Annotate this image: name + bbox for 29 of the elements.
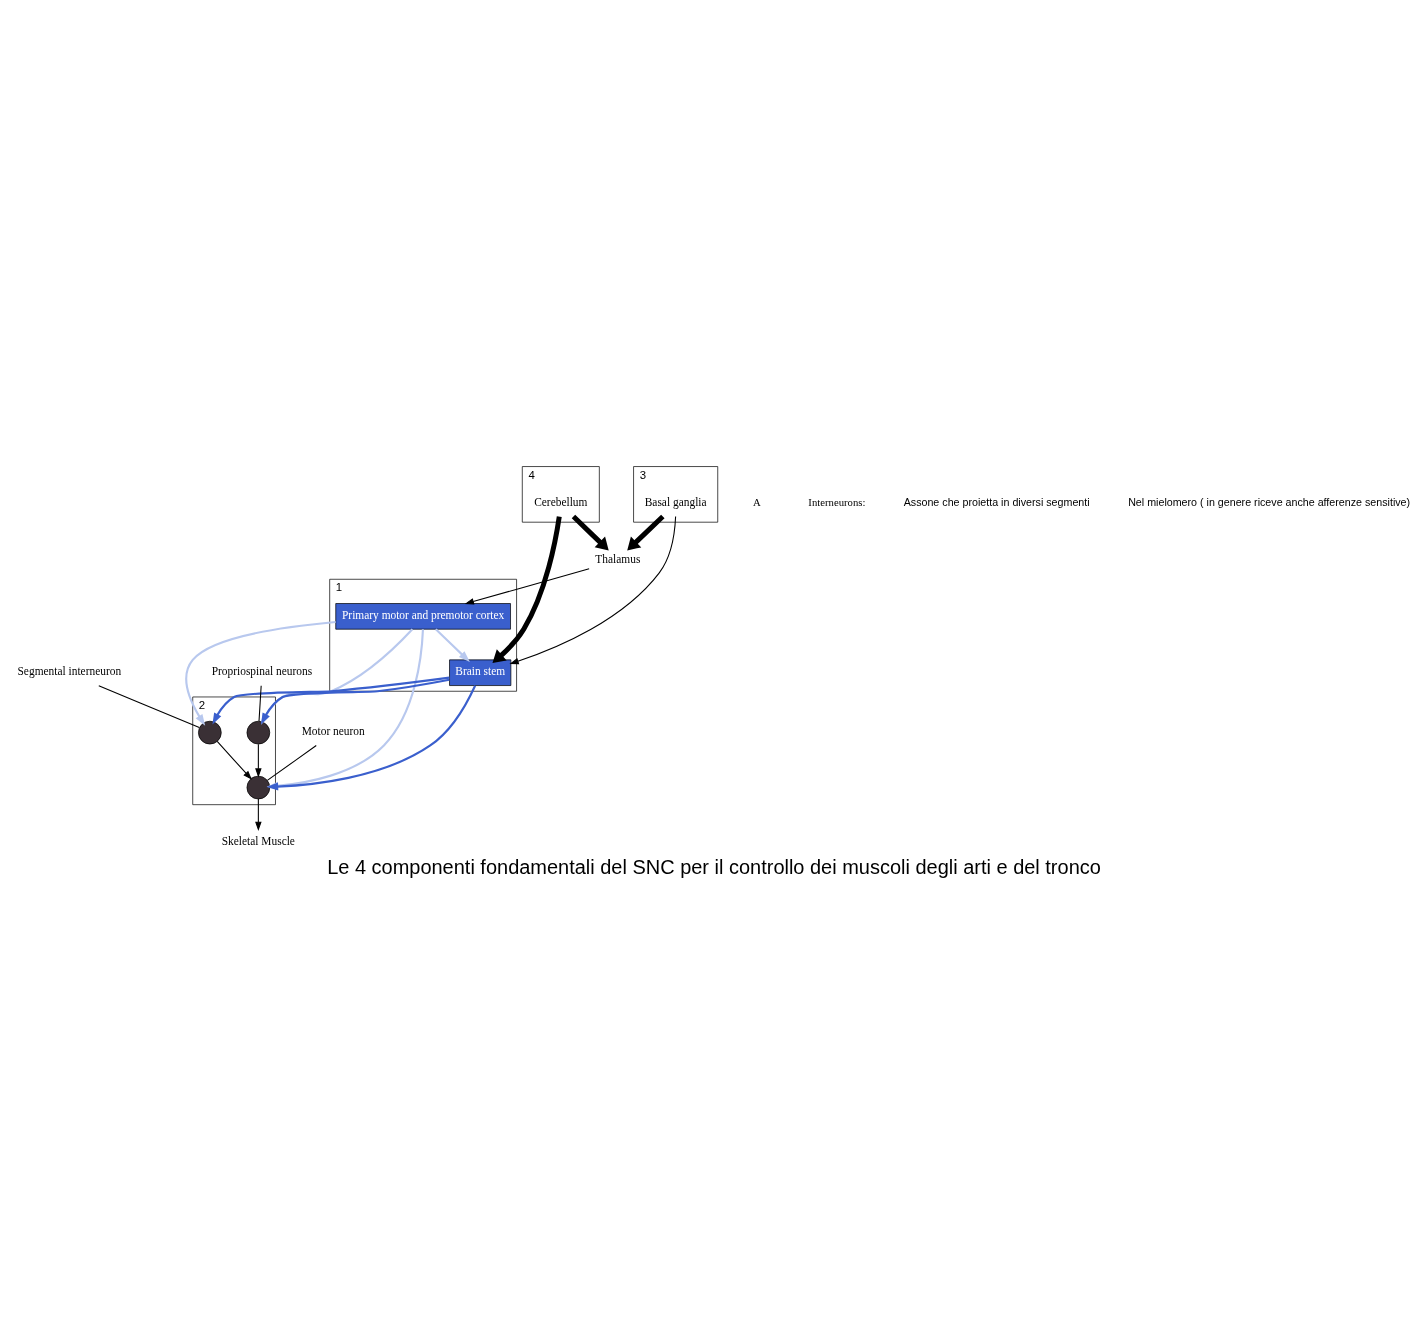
- node-circle: [198, 720, 222, 744]
- node-text: Cerebellum: [534, 495, 588, 508]
- node-text: Thalamus: [595, 552, 641, 565]
- connector: [258, 684, 262, 722]
- node-circle: [246, 775, 271, 799]
- node-text: Skeletal Muscle: [221, 834, 295, 847]
- arrow: [492, 515, 562, 663]
- node-circle: [246, 720, 271, 744]
- arrow: [627, 514, 665, 550]
- label: Assone che proietta in diversi segmenti: [903, 495, 1090, 508]
- arrow: [509, 515, 677, 664]
- node-box: Brain stem: [449, 659, 512, 686]
- arrow: [571, 514, 609, 550]
- label: A: [753, 495, 761, 508]
- node-box: Primary motor and premotor cortex: [335, 602, 511, 630]
- caption: Le 4 componenti fondamentali del SNC per il controllo dei muscoli degli arti e del tronco: [327, 855, 1101, 878]
- node-text: Basal ganglia: [644, 495, 707, 508]
- label: Nel mielomero ( in genere riceve anche afferenze sensitive): [1128, 495, 1411, 508]
- connector: [98, 684, 200, 728]
- arrow: [216, 740, 252, 780]
- node-text: Motor neuron: [301, 724, 365, 737]
- arrow: [435, 628, 470, 662]
- node-text: Segmental interneuron: [17, 664, 122, 677]
- connector: [266, 744, 317, 781]
- arrow: [255, 798, 262, 831]
- node-text: Propriospinal neurons: [211, 664, 313, 677]
- label: Interneurons:: [808, 495, 866, 508]
- arrow: [464, 567, 590, 605]
- arrow: [255, 743, 262, 778]
